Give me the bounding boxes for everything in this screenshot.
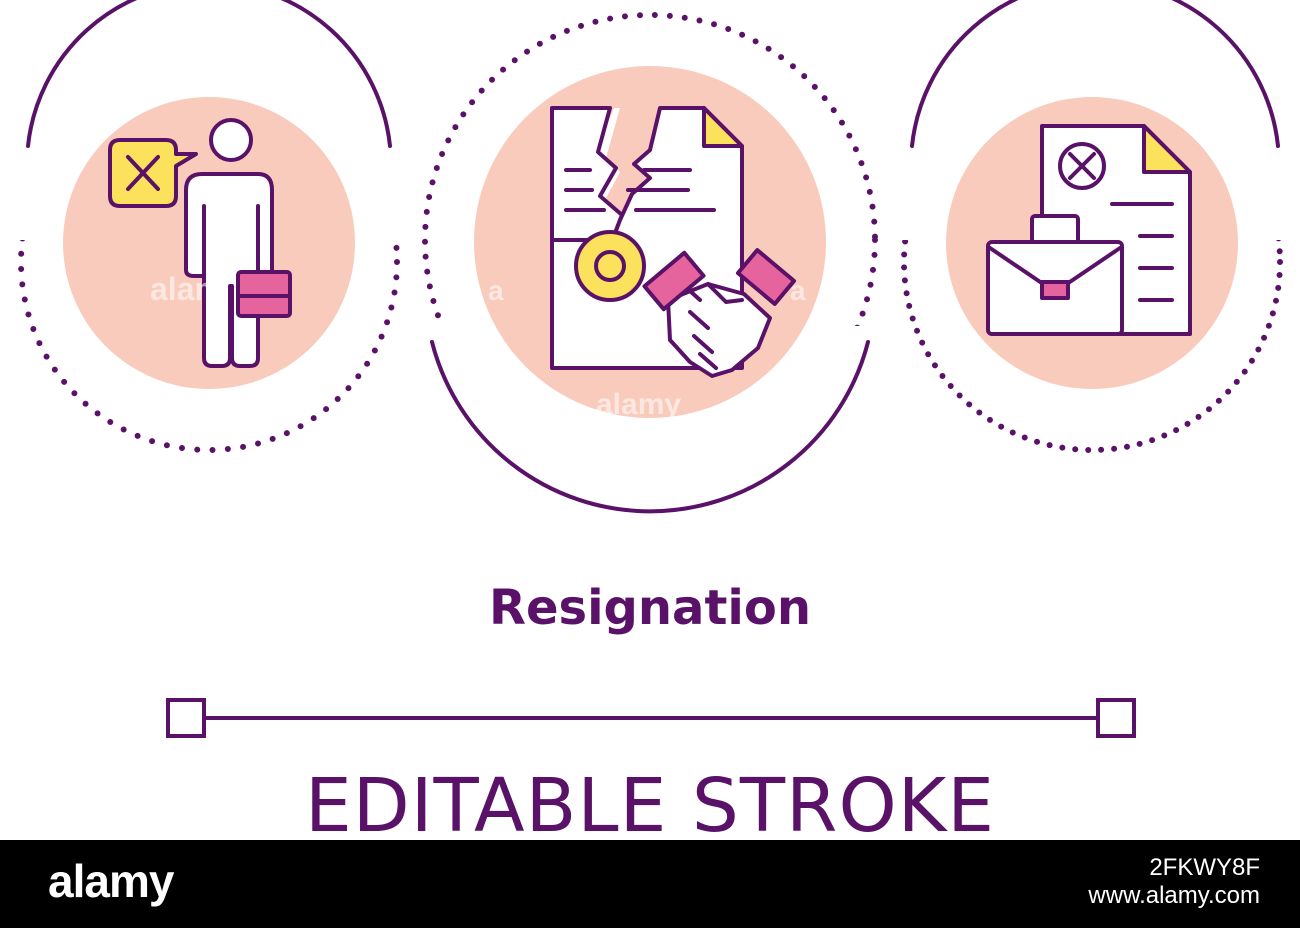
watermark-group: alam a alamy a bbox=[150, 271, 806, 421]
seal-icon bbox=[574, 230, 646, 302]
watermark-text: alamy bbox=[596, 388, 681, 421]
alamy-logo[interactable]: alamy bbox=[48, 855, 174, 907]
center-dotted-ring bbox=[422, 12, 878, 326]
briefcase-icon bbox=[986, 214, 1124, 336]
image-id-block: 2FKWY8F www.alamy.com bbox=[1088, 854, 1260, 910]
watermark-text: a bbox=[790, 275, 806, 306]
left-dotted-arc bbox=[18, 240, 400, 453]
editable-stroke-label: EDITABLE STROKE bbox=[304, 763, 996, 849]
stroke-width-connector bbox=[166, 698, 1136, 738]
left-solid-arc bbox=[26, 0, 392, 148]
center-solid-arc bbox=[430, 340, 870, 514]
center-concept-group bbox=[422, 12, 878, 514]
site-url[interactable]: www.alamy.com bbox=[1088, 882, 1260, 909]
watermark-text: a bbox=[488, 275, 504, 306]
briefcase-icon bbox=[236, 270, 292, 318]
image-code: 2FKWY8F bbox=[1149, 854, 1260, 881]
right-concept-group bbox=[901, 0, 1283, 453]
handshake-icon bbox=[642, 248, 797, 378]
left-square-handle bbox=[166, 698, 206, 738]
right-solid-arc bbox=[910, 0, 1280, 148]
concept-title: Resignation bbox=[488, 580, 811, 636]
stock-footer-bar: alamy 2FKWY8F www.alamy.com bbox=[0, 840, 1300, 928]
watermark-text: alam bbox=[150, 271, 223, 307]
right-square-handle bbox=[1096, 698, 1136, 738]
refusal-bubble-icon bbox=[108, 138, 198, 208]
right-dotted-arc bbox=[901, 240, 1283, 453]
left-concept-group bbox=[18, 0, 400, 453]
concept-illustration: alam a alamy a bbox=[18, 0, 1283, 738]
